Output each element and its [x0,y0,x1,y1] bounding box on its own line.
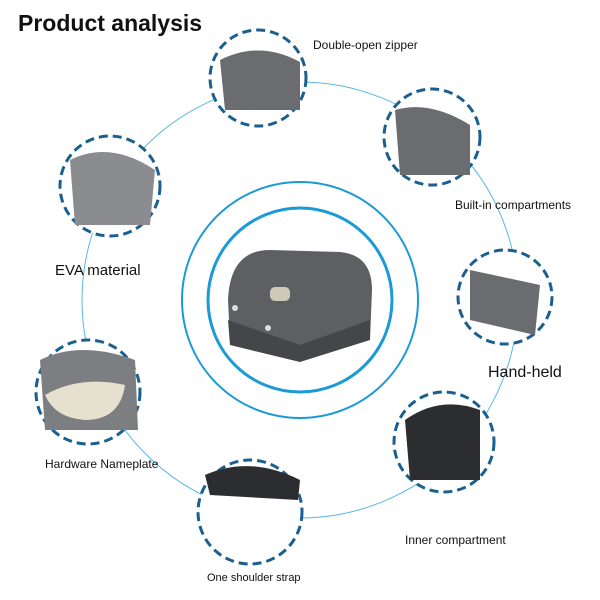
label-hand-held: Hand-held [488,364,562,381]
page-title: Product analysis [18,10,203,36]
product-case-image [228,250,372,362]
label-double-open-zipper: Double-open zipper [313,38,418,52]
label-one-shoulder-strap: One shoulder strap [207,572,301,584]
label-hardware-nameplate: Hardware Nameplate [45,457,159,471]
label-inner-compartment: Inner compartment [405,533,506,547]
label-eva-material: EVA material [55,262,141,279]
label-built-in-compartments: Built-in compartments [455,198,572,212]
